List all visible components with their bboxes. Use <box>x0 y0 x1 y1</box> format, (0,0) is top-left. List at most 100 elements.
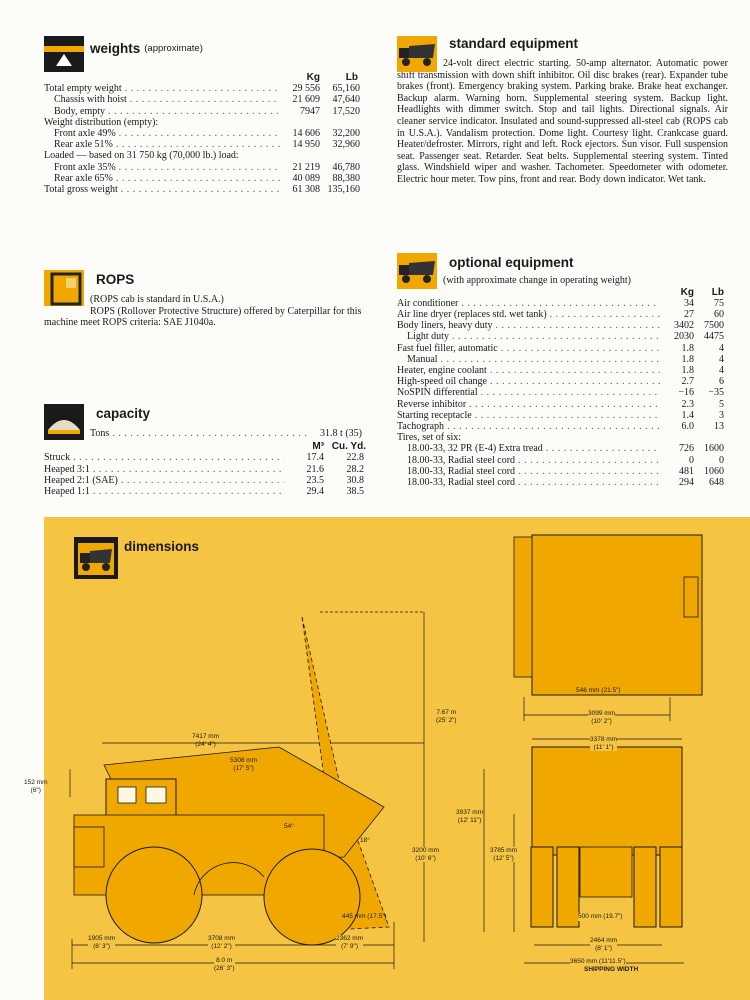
rops-line2: ROPS (Rollover Protective Structure) off… <box>44 305 362 329</box>
weights-row-kg: 21 609 <box>292 94 321 106</box>
optional-row: NoSPIN differential−16−35 <box>397 387 728 398</box>
standard-section: standard equipment 24-volt direct electr… <box>397 36 728 186</box>
optional-row: 18.00-33, Radial steel cord4811060 <box>397 466 728 477</box>
optional-row-kg: −16 <box>678 387 694 399</box>
optional-row: Light duty20304475 <box>397 331 728 342</box>
optional-row-kg: 27 <box>684 309 694 320</box>
optional-row-label: High-speed oil change <box>397 376 660 387</box>
optional-row-kg: 6.0 <box>681 421 695 433</box>
optional-row-lb: 5 <box>719 398 724 410</box>
capacity-col-m3: M³ <box>312 441 324 453</box>
capacity-row-cuyd: 22.8 <box>346 452 365 464</box>
capacity-row-cuyd: 38.5 <box>346 486 365 498</box>
capacity-row: Heaped 1:129.438.5 <box>44 486 368 497</box>
dim-7417: 7417 mm (24' 4") <box>192 733 220 748</box>
weights-row: Body, empty794717,520 <box>44 106 364 117</box>
dimensions-panel: dimensions <box>24 517 750 1000</box>
weights-row-kg <box>280 117 320 128</box>
weights-row-lb <box>320 150 364 161</box>
optional-row: Air conditioner3475 <box>397 298 728 309</box>
standard-text: 24-volt direct electric starting. 50-amp… <box>397 58 728 185</box>
optional-row: Fast fuel filler, automatic1.84 <box>397 343 728 354</box>
weights-row-label: Loaded — based on 31 750 kg (70,000 lb.)… <box>44 150 239 162</box>
optional-subtitle: (with approximate change in operating we… <box>443 275 631 286</box>
optional-row-lb: 4475 <box>704 331 724 343</box>
optional-row-label: Body liners, heavy duty <box>397 320 660 331</box>
optional-row-lb: 1600 <box>704 443 724 455</box>
capacity-tons-value: 31.8 t (35) <box>320 428 362 439</box>
optional-row-kg: 481 <box>679 465 694 477</box>
capacity-colheads: M³ Cu. Yd. <box>44 441 368 452</box>
weights-row-lb: 17,520 <box>332 105 361 117</box>
optional-row-kg: 1.4 <box>681 409 695 421</box>
optional-row: 18.00-33, Radial steel cord00 <box>397 455 728 466</box>
dim-500: 500 mm (19.7") <box>578 913 623 921</box>
optional-row-label: NoSPIN differential <box>397 387 660 398</box>
optional-row-lb: 60 <box>714 309 724 320</box>
weights-row: Weight distribution (empty): <box>44 117 364 128</box>
weights-row: Loaded — based on 31 750 kg (70,000 lb.)… <box>44 150 364 161</box>
truck-side-view <box>69 534 703 969</box>
weights-section: weights (approximate) Kg Lb Total empty … <box>44 36 364 195</box>
optional-row-lb: 75 <box>714 297 724 309</box>
rops-cab-icon <box>44 270 84 306</box>
dim-3650: 3650 mm (11'11.5") <box>570 958 626 966</box>
capacity-row-label: Heaped 2:1 (SAE) <box>44 475 284 486</box>
optional-row-kg: 2.3 <box>681 398 695 410</box>
dim-767: 7.67 m (25' 2") <box>436 709 457 724</box>
weights-row-lb: 88,380 <box>332 172 361 184</box>
optional-row-kg <box>660 432 694 443</box>
weights-row-kg: 14 950 <box>292 139 321 151</box>
capacity-row-label: Heaped 3:1 <box>44 464 284 475</box>
optional-row-kg: 1.8 <box>681 353 695 365</box>
capacity-tons-label: Tons <box>90 428 308 439</box>
weights-subtitle: (approximate) <box>144 42 203 54</box>
dimensions-header: dimensions <box>74 537 199 579</box>
optional-row-label: 18.00-33, Radial steel cord <box>397 455 660 466</box>
dim-8-0: 8.0 m (26' 3") <box>214 957 235 972</box>
dim-2464: 2464 mm (8' 1") <box>590 937 618 952</box>
optional-row-lb: 4 <box>719 365 724 377</box>
optional-table: Air conditioner3475Air line dryer (repla… <box>397 298 728 488</box>
optional-row-label: Light duty <box>397 331 660 342</box>
weights-row-label: Total gross weight <box>44 184 280 195</box>
optional-row: Starting receptacle1.43 <box>397 410 728 421</box>
scale-icon <box>44 36 84 72</box>
truck-icon-2 <box>397 253 437 289</box>
rops-title: ROPS <box>96 272 135 287</box>
capacity-row-m3: 17.4 <box>306 452 325 464</box>
optional-row-kg: 0 <box>689 454 694 466</box>
optional-row-kg: 726 <box>679 443 694 455</box>
optional-row: Tires, set of six: <box>397 432 728 443</box>
optional-row-kg: 1.8 <box>681 365 695 377</box>
optional-row: 18.00-33, 32 PR (E-4) Extra tread7261600 <box>397 443 728 454</box>
optional-row-lb: 4 <box>719 342 724 354</box>
capacity-row-m3: 21.6 <box>306 463 325 475</box>
optional-row: Body liners, heavy duty34027500 <box>397 320 728 331</box>
weights-row-label: Front axle 49% <box>44 128 280 139</box>
optional-row: Tachograph6.013 <box>397 421 728 432</box>
weights-colheads: Kg Lb <box>44 72 364 83</box>
capacity-row: Heaped 3:121.628.2 <box>44 464 368 475</box>
weights-title: weights <box>90 40 141 56</box>
weights-row-lb: 32,200 <box>332 128 361 140</box>
angle-18: 18° <box>360 837 370 844</box>
dim-152: 152 mm (6") <box>24 779 48 794</box>
optional-row-label: 18.00-33, Radial steel cord <box>397 466 660 477</box>
dim-546: 546 mm (21.5") <box>576 687 621 694</box>
optional-row-label: Reverse inhibitor <box>397 399 660 410</box>
weights-row-kg: 7947 <box>300 105 320 117</box>
optional-row-kg: 3402 <box>674 320 694 332</box>
optional-row-lb: 3 <box>719 409 724 421</box>
dim-445: 445 mm (17.5") <box>342 913 387 920</box>
weights-row-lb: 46,780 <box>332 161 361 173</box>
optional-row-label: 18.00-33, Radial steel cord <box>397 477 660 488</box>
dim-1905: 1905 mm (6' 3") <box>88 935 116 950</box>
capacity-section: capacity Tons 31.8 t (35) M³ Cu. Yd. Str… <box>44 404 368 497</box>
